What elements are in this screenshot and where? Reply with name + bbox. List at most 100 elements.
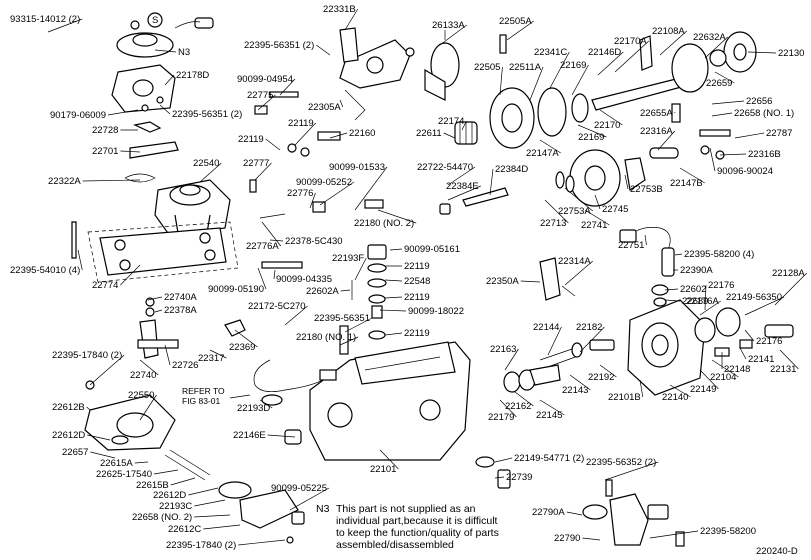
leader-line [624, 174, 629, 190]
leader-line [147, 296, 163, 301]
part-label: 22741 [581, 220, 607, 231]
footnote-line-4: assembled/disassembled [336, 539, 454, 551]
part-label: 22317 [198, 353, 224, 364]
part-label: 22701 [92, 146, 118, 157]
leader-line [584, 209, 610, 226]
leader-line [267, 434, 296, 438]
part-label: 90099-04335 [276, 274, 332, 285]
leader-line [354, 166, 388, 211]
part-label: 22745 [602, 204, 628, 215]
part-label: 22170A [614, 36, 647, 47]
part-label: 90099-05161 [404, 244, 460, 255]
leader-line [569, 374, 591, 391]
part-label: 22550 [128, 390, 154, 401]
part-label: 22548 [404, 276, 430, 287]
part-label: 22378A [164, 305, 197, 316]
part-label: 22160 [349, 128, 375, 139]
part-label: 90099-01533 [329, 162, 385, 173]
part-label: 22378-5C430 [285, 236, 343, 247]
leader-line [774, 272, 808, 306]
throttle-cover-part: S [116, 12, 214, 58]
part-label: 22790 [554, 533, 580, 544]
leader-line [594, 194, 601, 210]
part-label: 22625-17540 [96, 469, 152, 480]
part-label: 22162 [505, 401, 531, 412]
timer-cover-part [85, 380, 305, 544]
leader-line [539, 139, 561, 154]
leader-line [564, 260, 593, 286]
part-label: 22174 [438, 116, 464, 127]
part-label: 22146E [233, 430, 266, 441]
leader-line [739, 347, 747, 360]
drive-shaft-part [591, 31, 757, 111]
part-label: 90099-05225 [271, 483, 327, 494]
leader-line [664, 288, 679, 291]
leader-line [549, 51, 570, 89]
part-label: 22119 [404, 292, 430, 303]
footnote-code: N3 [316, 503, 330, 515]
part-label: 22140 [662, 392, 688, 403]
leader-line [494, 457, 513, 463]
leader-line [704, 36, 729, 59]
part-label: 22602A [306, 286, 339, 297]
leader-line [659, 30, 687, 56]
part-label: 22350A [486, 276, 519, 287]
part-label: 22611 [416, 128, 442, 139]
leader-line [199, 162, 222, 183]
leader-line [489, 168, 494, 196]
plunger-part [439, 171, 575, 215]
leader-line [604, 461, 659, 481]
part-label: 22178D [176, 70, 209, 81]
leader-line [714, 71, 735, 84]
part-label: 22192 [588, 372, 614, 383]
part-label: 22141 [748, 354, 774, 365]
part-label: 22180 (NO. 2) [354, 218, 414, 229]
part-label: 22395-58200 (4) [684, 249, 754, 260]
leader-line [340, 289, 351, 292]
leader-line [699, 369, 719, 390]
part-label: 22655A [640, 108, 673, 119]
part-label: 22176 [756, 336, 782, 347]
leader-line [86, 406, 91, 411]
leader-line [711, 100, 745, 105]
leader-line [506, 20, 534, 41]
part-label: 22119 [404, 261, 430, 272]
part-label: 22108A [652, 26, 685, 37]
leader-line [257, 94, 276, 111]
governor-bracket-part [539, 257, 576, 301]
leader-line [520, 280, 541, 283]
part-label: 22656 [746, 96, 772, 107]
part-label: 22331B [323, 4, 356, 15]
delivery-valve-parts [503, 339, 615, 393]
part-label: 90096-90024 [717, 166, 773, 177]
leader-line [711, 112, 733, 117]
part-label: 22144 [533, 322, 559, 333]
part-label: 22612D [52, 430, 85, 441]
part-label: 22787 [766, 128, 792, 139]
part-label: 22316A [640, 126, 673, 137]
leader-line [261, 221, 282, 247]
lever-link-part [124, 121, 179, 183]
leader-line [47, 18, 83, 33]
part-label: 22395-56352 (2) [586, 457, 656, 468]
leader-line [494, 476, 505, 479]
leader-line [203, 524, 241, 530]
part-label: 22143 [562, 385, 588, 396]
leader-line [265, 138, 281, 151]
leader-line [384, 296, 403, 299]
part-label: 22369 [229, 342, 255, 353]
part-label: 22131 [770, 364, 796, 375]
part-label: 22713 [540, 218, 566, 229]
leader-line [597, 51, 624, 76]
leader-line [154, 309, 163, 313]
part-label: 22145 [536, 410, 562, 421]
part-label: 22101B [608, 392, 641, 403]
part-label: 22777 [243, 158, 269, 169]
part-label: 22149 [690, 384, 716, 395]
part-label: 22119 [404, 328, 430, 339]
leader-line [566, 511, 583, 516]
part-label: 22612B [52, 402, 85, 413]
part-label: 22395-17840 (2) [52, 350, 122, 361]
leader-line [657, 130, 676, 151]
